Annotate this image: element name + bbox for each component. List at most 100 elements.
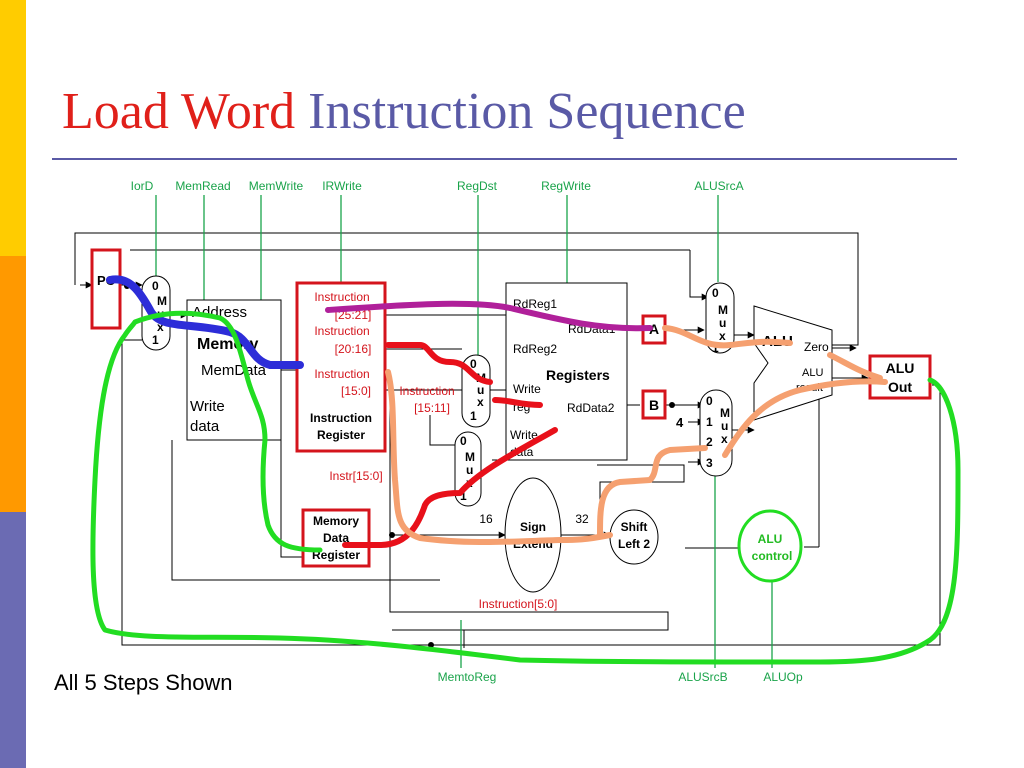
mux-input-1: 1	[460, 489, 467, 503]
mux-letter: u	[466, 463, 473, 477]
stripe-purple	[0, 512, 26, 768]
registers-write-label: Write	[513, 382, 541, 396]
mux-input-0: 0	[706, 394, 713, 408]
alu-control-label: ALU	[758, 532, 783, 546]
label-regwrite: RegWrite	[541, 179, 591, 193]
mux-letter: M	[465, 450, 475, 464]
title-red-part: Load Word	[62, 83, 296, 140]
ir-field-bits: [20:16]	[335, 342, 372, 356]
mux-letter: x	[719, 329, 726, 343]
mdr-label: Data	[323, 531, 349, 545]
mux-input-2: 2	[706, 435, 713, 449]
title-blue-part: Instruction Sequence	[308, 83, 746, 140]
alu-control-label: control	[752, 549, 793, 563]
pc-register	[90, 248, 122, 330]
control-lines	[155, 195, 773, 668]
mux-input-1: 1	[152, 333, 159, 347]
slide-title: Load Word Instruction Sequence	[62, 86, 746, 138]
label-aluop: ALUOp	[763, 670, 803, 684]
path-orange-alu-upper	[827, 352, 883, 381]
label-regdst: RegDst	[457, 179, 498, 193]
mux-input-3: 3	[706, 456, 713, 470]
mux-letter: u	[721, 419, 728, 433]
instr-15-0-label: Instr[15:0]	[329, 469, 382, 483]
ir-field-label: Instruction	[314, 367, 369, 381]
path-blue-pc-memory	[106, 275, 304, 369]
ir-field-15-11-bits: [15:11]	[414, 401, 450, 415]
ir-field-bits: [15:0]	[341, 384, 371, 398]
mux-letter: x	[477, 395, 484, 409]
junction-dot	[669, 402, 675, 408]
ir-title: Register	[317, 428, 365, 442]
memory-data-label: data	[190, 418, 220, 435]
footer-note: All 5 Steps Shown	[54, 670, 233, 695]
instr-5-0-label: Instruction[5:0]	[479, 597, 558, 611]
mux-letter: M	[720, 406, 730, 420]
title-rule	[52, 158, 957, 160]
shift-left-label: Left 2	[618, 537, 650, 551]
alu-result-label: ALU	[802, 367, 823, 379]
alu-zero-label: Zero	[804, 340, 829, 354]
memory-block	[186, 299, 282, 441]
constant-four: 4	[676, 415, 684, 430]
label-alusrcb: ALUSrcB	[678, 670, 727, 684]
memory-write-label: Write	[190, 398, 225, 415]
registers-title: Registers	[546, 367, 610, 383]
ir-field-label: Instruction	[314, 290, 369, 304]
mux-input-0: 0	[470, 357, 477, 371]
mdr-label: Memory	[313, 514, 359, 528]
registers-write-data-label: Write	[510, 428, 538, 442]
path-orange-alu-aluout	[722, 378, 888, 458]
aluout-label: Out	[888, 379, 912, 395]
junction-dot	[428, 642, 434, 648]
mux-letter: u	[477, 383, 484, 397]
path-magenta-rdreg1-a	[325, 300, 653, 332]
label-alusrca: ALUSrcA	[694, 179, 743, 193]
mux-input-0: 0	[712, 286, 719, 300]
mux-input-1: 1	[470, 409, 477, 423]
label-memtoreg: MemtoReg	[438, 670, 497, 684]
path-orange-a-alu	[662, 325, 793, 349]
mux-letter: u	[719, 316, 726, 330]
ir-field-label: Instruction	[314, 324, 369, 338]
registers-rdreg2-label: RdReg2	[513, 342, 557, 356]
bit-width-in: 16	[479, 512, 493, 526]
shift-left-label: Shift	[621, 520, 648, 534]
aluout-label: ALU	[886, 360, 915, 376]
alusrca-mux	[705, 282, 735, 354]
b-register	[641, 389, 667, 420]
path-orange-signext	[385, 369, 613, 546]
stripe-orange	[0, 256, 26, 512]
path-green-loop	[90, 310, 961, 665]
path-orange-shift-alusrcb	[597, 445, 708, 538]
highlight-paths	[90, 275, 961, 665]
stripe-yellow	[0, 0, 26, 256]
ir-field-15-11-label: Instruction	[399, 384, 454, 398]
path-red-instr-20-16	[385, 342, 493, 385]
mux-letter: M	[157, 294, 167, 308]
mux-input-0: 0	[152, 279, 159, 293]
alu-shape	[753, 305, 833, 421]
label-iord: IorD	[131, 179, 154, 193]
registers-rdreg1-label: RdReg1	[513, 297, 557, 311]
ir-title: Instruction	[310, 411, 372, 425]
alu-control-unit	[737, 509, 803, 583]
sign-extend-unit	[504, 477, 562, 593]
mdr-label: Register	[312, 548, 360, 562]
mux-input-1: 1	[712, 341, 719, 355]
mux-input-1: 1	[706, 415, 713, 429]
sign-extend-label: Sign	[520, 520, 546, 534]
memory-memdata-label: MemData	[201, 362, 267, 379]
mux-letter: x	[157, 320, 164, 334]
memory-data-register	[301, 508, 371, 568]
registers-rddata2-label: RdData2	[567, 401, 615, 415]
junction-dot	[389, 532, 395, 538]
mux-letter: x	[721, 432, 728, 446]
label-memwrite: MemWrite	[249, 179, 304, 193]
bit-width-out: 32	[575, 512, 589, 526]
label-memread: MemRead	[175, 179, 230, 193]
mux-input-0: 0	[460, 434, 467, 448]
label-irwrite: IRWrite	[322, 179, 362, 193]
b-register-label: B	[649, 397, 659, 413]
